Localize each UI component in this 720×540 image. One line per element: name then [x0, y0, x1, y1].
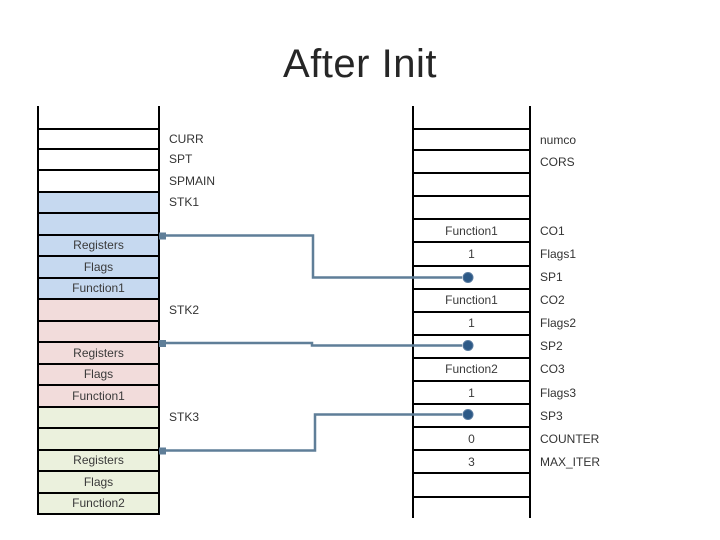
left-stack-row-function1-1: Function1 [37, 278, 160, 300]
row-label-sp1: SP1 [540, 270, 563, 285]
left-stack-row-flags-2: Flags [37, 364, 160, 386]
right-stack-row-counter: 0 COUNTER [412, 428, 599, 452]
right-stack-row-sp3: SP3 [412, 405, 563, 429]
row-label-counter: COUNTER [540, 431, 600, 446]
row-label-co2: CO2 [540, 293, 565, 308]
left-stack-row-flags-3: Flags [37, 472, 160, 494]
cell-value [39, 408, 158, 428]
cell-value [414, 474, 529, 495]
right-stack-row-co3: Function2 CO3 [412, 358, 565, 383]
left-stack-row-registers-1: Registers [37, 235, 160, 257]
cell-value: Function1 [445, 223, 498, 238]
cell-value [39, 130, 158, 148]
right-stack-open-bottom [412, 498, 531, 518]
left-stack-row-registers-2: Registers [37, 343, 160, 365]
cell-value: Registers [73, 238, 124, 253]
left-stack-row [37, 321, 160, 343]
connector-start-marker [159, 447, 166, 455]
cell-value: Function1 [445, 293, 498, 308]
cell-value: 1 [468, 247, 475, 262]
left-stack-row [37, 214, 160, 236]
cell-value [39, 429, 158, 449]
row-label-flags2: Flags2 [540, 316, 577, 331]
right-stack-row-flags1: 1 Flags1 [412, 243, 576, 267]
cell-value [39, 150, 158, 170]
left-stack-open-top [37, 106, 160, 128]
cell-value [414, 197, 529, 218]
cell-value [414, 267, 529, 288]
left-stack-row-stk2: STK2 [37, 300, 199, 322]
right-stack-row-co1: Function1 CO1 [412, 220, 565, 244]
row-label-stk2: STK2 [169, 302, 200, 317]
cell-value: Function1 [72, 281, 125, 296]
row-label-co1: CO1 [540, 223, 565, 238]
cell-value: 0 [468, 431, 475, 446]
left-stack-row-function2: Function2 [37, 493, 160, 515]
row-label-stk3: STK3 [169, 410, 200, 425]
cell-value [414, 130, 529, 149]
cell-value [39, 214, 158, 234]
cell-value [414, 336, 529, 357]
cell-value: Registers [73, 453, 124, 468]
cell-value [414, 405, 529, 426]
right-stack-row-cors: CORS [412, 151, 575, 175]
slide-title: After Init [283, 42, 437, 86]
left-stack-row-spmain: SPMAIN [37, 171, 215, 193]
left-stack-row-function1-2: Function1 [37, 386, 160, 408]
row-label-sp3: SP3 [540, 408, 563, 423]
connector-start-marker [159, 340, 166, 347]
cell-value [414, 151, 529, 172]
right-stack-row-max-iter: 3 MAX_ITER [412, 451, 600, 475]
cell-value: 1 [468, 316, 475, 331]
right-stack-open-top [412, 106, 531, 128]
connector-start-marker [159, 232, 166, 240]
left-stack-row-flags-1: Flags [37, 257, 160, 279]
right-stack-row [412, 474, 531, 498]
cell-value [39, 300, 158, 320]
left-stack-row-stk1: STK1 [37, 192, 199, 214]
row-label-curr: CURR [169, 131, 204, 146]
left-stack-row [37, 429, 160, 451]
cell-value: Function1 [72, 388, 125, 403]
cell-value: 1 [468, 385, 475, 400]
cell-value: Flags [83, 474, 114, 489]
cell-value [39, 193, 158, 213]
left-stack-row-curr: CURR [37, 128, 204, 150]
left-stack-row-stk3: STK3 [37, 407, 199, 429]
row-label-spmain: SPMAIN [169, 173, 216, 188]
right-stack-row [412, 174, 531, 198]
row-label-spt: SPT [169, 152, 193, 167]
right-stack-row-numco: numco [412, 128, 576, 152]
cell-value: 3 [468, 454, 475, 469]
right-stack-row-flags2: 1 Flags2 [412, 312, 576, 336]
right-stack: numco CORS Function1 CO1 1 Flags1 SP1 Func… [412, 128, 600, 498]
cell-value [39, 171, 158, 191]
row-label-co3: CO3 [540, 362, 565, 377]
right-stack-row-sp1: SP1 [412, 266, 563, 290]
right-stack-row-co2: Function1 CO2 [412, 289, 565, 313]
cell-value: Flags [83, 259, 114, 274]
right-stack-row-sp2: SP2 [412, 335, 563, 359]
cell-value [39, 322, 158, 342]
right-stack-row [412, 197, 531, 221]
cell-value: Function2 [445, 362, 498, 377]
row-label-flags1: Flags1 [540, 247, 577, 262]
left-stack-row-spt: SPT [37, 149, 192, 171]
left-stack-row-registers-3: Registers [37, 450, 160, 472]
right-stack-row-flags3: 1 Flags3 [412, 382, 576, 406]
cell-value: Function2 [72, 496, 125, 511]
row-label-flags3: Flags3 [540, 385, 577, 400]
row-label-max-iter: MAX_ITER [540, 454, 601, 469]
row-label-cors: CORS [540, 154, 575, 169]
left-stack: CURR SPT SPMAIN STK1 Registers Flags Fun… [37, 128, 215, 515]
row-label-numco: numco [540, 132, 577, 147]
cell-value: Registers [73, 345, 124, 360]
row-label-stk1: STK1 [169, 195, 200, 210]
row-label-sp2: SP2 [540, 339, 563, 354]
cell-value [414, 174, 529, 195]
cell-value: Flags [83, 367, 114, 382]
